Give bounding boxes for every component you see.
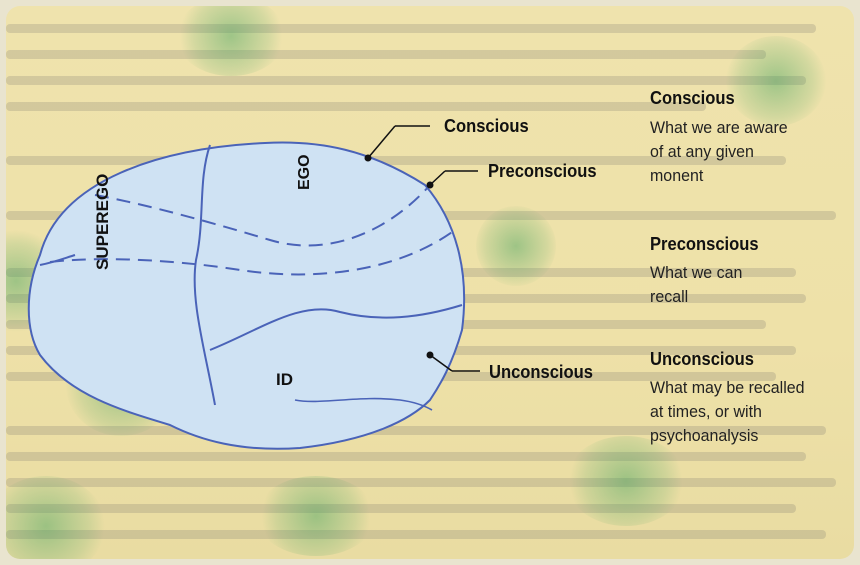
id-label: ID xyxy=(276,370,293,390)
superego-label: SUPEREGO xyxy=(93,174,113,270)
ego-label: EGO xyxy=(296,154,314,190)
legend-unconscious-desc: What may be recalled at times, or with p… xyxy=(650,376,838,448)
legend-conscious-heading: Conscious xyxy=(650,88,735,109)
preconscious-callout: Preconscious xyxy=(488,161,597,182)
conscious-leader-line xyxy=(368,126,395,158)
conscious-callout: Conscious xyxy=(444,116,529,137)
legend-preconscious-heading: Preconscious xyxy=(650,234,759,255)
preconscious-marker xyxy=(427,182,434,189)
legend-unconscious-heading: Unconscious xyxy=(650,349,754,370)
legend-preconscious-desc: What we can recall xyxy=(650,261,838,309)
unconscious-marker xyxy=(427,352,434,359)
unconscious-callout: Unconscious xyxy=(489,362,593,383)
legend-conscious-desc: What we are aware of at any given monent xyxy=(650,116,838,188)
conscious-marker xyxy=(365,155,372,162)
